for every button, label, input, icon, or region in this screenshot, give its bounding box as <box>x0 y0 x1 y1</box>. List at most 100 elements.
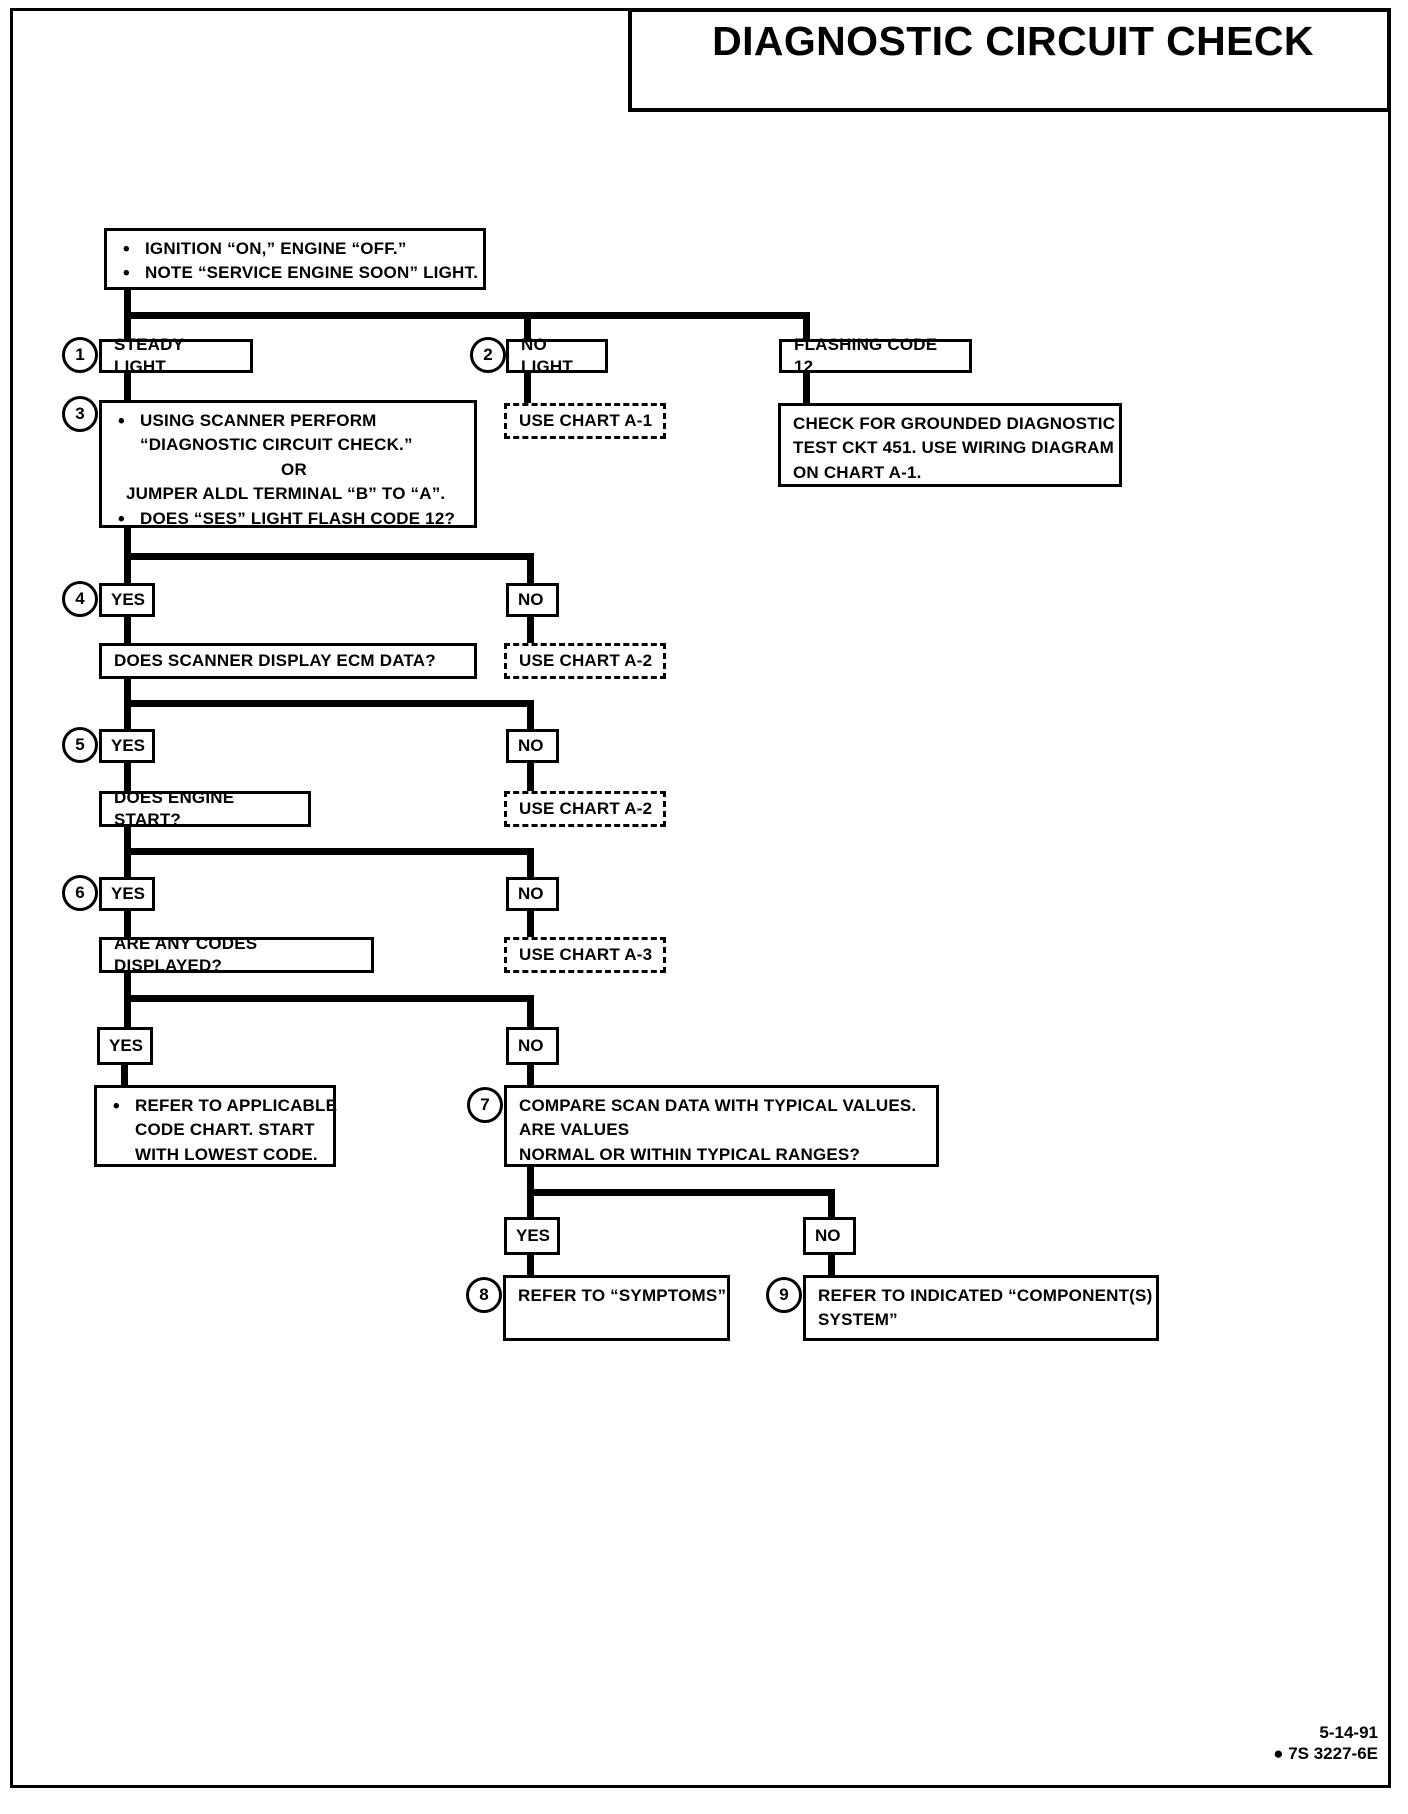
node-step5-no: NO <box>506 729 559 763</box>
node-flashing-code-12: FLASHING CODE 12 <box>779 335 972 376</box>
refer-code-chart-line-3: WITH LOWEST CODE. <box>135 1144 318 1164</box>
start-instruction-box: IGNITION “ON,” ENGINE “OFF.” NOTE “SERVI… <box>104 228 486 290</box>
node-steady-light: STEADY LIGHT <box>99 335 253 376</box>
node-step9: REFER TO INDICATED “COMPONENT(S) SYSTEM” <box>803 1275 1159 1341</box>
node-step4-no: NO <box>506 583 559 617</box>
connector-step6-yes-to-q <box>124 911 131 939</box>
connector-flashing-down <box>803 373 810 403</box>
connector-bus-step4 <box>124 553 534 560</box>
step3-line-5: DOES “SES” LIGHT FLASH CODE 12? <box>114 507 464 533</box>
node-step5-use-chart-a2: USE CHART A-2 <box>504 791 666 827</box>
refer-code-chart-line-1: REFER TO APPLICABLE <box>109 1094 337 1120</box>
node-step6-yes: YES <box>99 877 155 911</box>
connector-bus-row1 <box>124 312 810 319</box>
step3-line-3: OR <box>281 459 307 479</box>
connector-step4-yes-down <box>124 553 131 583</box>
step7-line-2: ARE VALUES <box>519 1120 630 1140</box>
node-step4-use-chart-a2-label: USE CHART A-2 <box>519 650 653 670</box>
node-step3: USING SCANNER PERFORM “DIAGNOSTIC CIRCUI… <box>99 400 477 533</box>
node-step5-question: DOES ENGINE START? <box>99 788 311 829</box>
step3-line-4: JUMPER ALDL TERMINAL “B” TO “A”. <box>126 484 446 504</box>
connector-step7-no-down <box>828 1189 835 1217</box>
node-step7-yes-label: YES <box>516 1226 551 1245</box>
step9-line-1: REFER TO INDICATED “COMPONENT(S) <box>818 1286 1153 1305</box>
footer-date: 5-14-91 <box>1319 1723 1378 1742</box>
connector-step5-no-to-chart <box>527 763 534 791</box>
node-codes-yes: YES <box>97 1027 153 1065</box>
connector-step4q-down <box>124 679 131 711</box>
footer-part-number: ● 7S 3227-6E <box>1273 1744 1378 1763</box>
node-step6-question-label: ARE ANY CODES DISPLAYED? <box>114 933 258 975</box>
node-no-light-label: NO LIGHT <box>521 334 573 376</box>
step-number-3: 3 <box>62 396 98 432</box>
node-grounded-check: CHECK FOR GROUNDED DIAGNOSTIC TEST CKT 4… <box>778 403 1122 487</box>
grounded-check-line-3: ON CHART A-1. <box>793 462 922 482</box>
connector-step5-yes-to-q <box>124 763 131 791</box>
connector-step7-down <box>527 1167 534 1199</box>
node-step4-yes: YES <box>99 583 155 617</box>
page-title: DIAGNOSTIC CIRCUIT CHECK <box>712 18 1314 64</box>
connector-step7yes-to-step8 <box>527 1255 534 1277</box>
node-step6-question: ARE ANY CODES DISPLAYED? <box>99 934 374 975</box>
node-step4-use-chart-a2: USE CHART A-2 <box>504 643 666 679</box>
step-number-6: 6 <box>62 875 98 911</box>
connector-step6-no-to-chart <box>527 911 534 939</box>
node-codes-no-label: NO <box>518 1036 544 1055</box>
node-step5-question-label: DOES ENGINE START? <box>114 787 235 829</box>
connector-step7no-to-step9 <box>828 1255 835 1277</box>
node-step7: COMPARE SCAN DATA WITH TYPICAL VALUES. A… <box>504 1085 939 1167</box>
step-number-5: 5 <box>62 727 98 763</box>
node-step7-no: NO <box>803 1217 856 1255</box>
connector-step6-yes-down <box>124 848 131 878</box>
start-bullet-1: IGNITION “ON,” ENGINE “OFF.” <box>119 237 473 263</box>
node-flashing-code-12-label: FLASHING CODE 12 <box>794 334 938 376</box>
connector-step3-down <box>124 528 131 560</box>
node-step6-no-label: NO <box>518 884 544 903</box>
node-step5-yes-label: YES <box>111 736 146 755</box>
node-use-chart-a1-label: USE CHART A-1 <box>519 410 653 430</box>
step-number-7: 7 <box>467 1087 503 1123</box>
node-step7-no-label: NO <box>815 1226 841 1245</box>
node-step6-no: NO <box>506 877 559 911</box>
connector-step4-no-to-chart <box>527 617 534 645</box>
connector-step5q-down <box>124 827 131 859</box>
connector-step7-yes-down <box>527 1189 534 1217</box>
connector-codes-yes-to-action <box>121 1065 128 1087</box>
node-step6-use-chart-a3-label: USE CHART A-3 <box>519 944 653 964</box>
step7-line-3: NORMAL OR WITHIN TYPICAL RANGES? <box>519 1144 861 1164</box>
connector-nolight-down <box>524 373 531 403</box>
start-bullet-2: NOTE “SERVICE ENGINE SOON” LIGHT. <box>119 261 478 287</box>
connector-step5-yes-down <box>124 700 131 730</box>
step-number-8: 8 <box>466 1277 502 1313</box>
node-step8: REFER TO “SYMPTOMS” <box>503 1275 730 1341</box>
connector-codes-no-down <box>527 995 534 1027</box>
step-number-9: 9 <box>766 1277 802 1313</box>
node-step4-no-label: NO <box>518 590 544 609</box>
connector-codes-yes-down <box>124 995 131 1027</box>
node-step6-yes-label: YES <box>111 884 146 903</box>
node-step4-yes-label: YES <box>111 590 146 609</box>
connector-step6q-down <box>124 973 131 1005</box>
step3-line-2: “DIAGNOSTIC CIRCUIT CHECK.” <box>140 435 413 455</box>
node-codes-no: NO <box>506 1027 559 1065</box>
node-step6-use-chart-a3: USE CHART A-3 <box>504 937 666 973</box>
connector-to-steady <box>124 312 131 340</box>
connector-bus-step6 <box>124 848 534 855</box>
node-step4-question-label: DOES SCANNER DISPLAY ECM DATA? <box>114 650 436 670</box>
node-step4-question: DOES SCANNER DISPLAY ECM DATA? <box>99 643 477 679</box>
node-steady-light-label: STEADY LIGHT <box>114 334 184 376</box>
connector-codes-no-to-step7 <box>527 1065 534 1087</box>
node-step7-yes: YES <box>504 1217 560 1255</box>
node-use-chart-a1: USE CHART A-1 <box>504 403 666 439</box>
step9-line-2: SYSTEM” <box>818 1310 898 1330</box>
connector-step4-no-down <box>527 553 534 583</box>
step-number-4: 4 <box>62 581 98 617</box>
connector-step5-no-down <box>527 700 534 730</box>
connector-start-down <box>124 290 131 318</box>
connector-bus-step789 <box>527 1189 835 1196</box>
connector-to-nolight <box>524 312 531 340</box>
step7-line-1: COMPARE SCAN DATA WITH TYPICAL VALUES. <box>519 1096 917 1115</box>
title-block <box>628 8 1391 112</box>
node-codes-yes-label: YES <box>109 1036 144 1055</box>
